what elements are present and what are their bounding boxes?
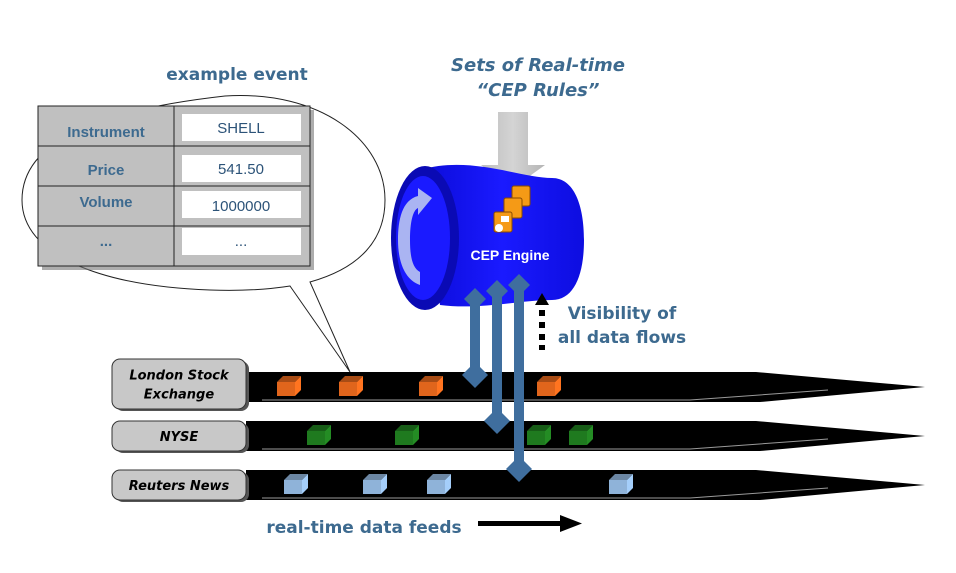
field-price: Price — [88, 162, 125, 179]
value-instrument: SHELL — [217, 120, 265, 137]
feed-pipe-highlight — [262, 487, 829, 499]
feed-2: Reuters News — [111, 469, 925, 502]
feed-name: NYSE — [160, 430, 199, 445]
field-more: ... — [100, 233, 113, 250]
value-more: ... — [235, 233, 248, 250]
event-cube — [419, 376, 443, 396]
rules-title-line2: “CEP Rules” — [477, 80, 600, 101]
visibility-arrow — [535, 293, 549, 350]
feed-pipe — [246, 372, 925, 402]
event-cube — [537, 376, 561, 396]
engine-connectors — [462, 274, 532, 482]
engine-label: CEP Engine — [470, 247, 549, 263]
field-instrument: Instrument — [67, 124, 145, 141]
event-cube — [307, 425, 331, 445]
feed-name: Exchange — [144, 388, 215, 403]
feed-label-box — [111, 358, 247, 410]
feed-1: NYSE — [111, 420, 925, 453]
connector-reuters — [506, 274, 532, 482]
value-volume: 1000000 — [212, 198, 270, 215]
visibility-line1: Visibility of — [568, 304, 677, 324]
event-cube — [284, 474, 308, 494]
value-price: 541.50 — [218, 161, 264, 178]
visibility-line2: all data flows — [558, 328, 686, 348]
flow-direction-arrow — [478, 515, 582, 532]
cycle-arrow-icon — [398, 188, 432, 285]
event-cube — [427, 474, 451, 494]
feed-label-box — [111, 469, 247, 501]
rules-documents-icon — [493, 185, 531, 233]
event-cube — [569, 425, 593, 445]
feed-pipe-highlight — [262, 389, 829, 401]
event-cube — [395, 425, 419, 445]
connector-lse — [462, 288, 488, 388]
footer-label: real-time data feeds — [266, 518, 461, 538]
event-table: Instrument SHELL Price 541.50 Volume 100… — [37, 105, 314, 270]
event-cube — [363, 474, 387, 494]
cep-engine: CEP Engine — [391, 164, 584, 310]
feed-pipe — [246, 470, 925, 500]
rules-title-line1: Sets of Real-time — [451, 55, 625, 76]
feed-name: Reuters News — [129, 479, 230, 494]
event-cube — [527, 425, 551, 445]
feed-label-box — [111, 420, 247, 452]
event-cube — [339, 376, 363, 396]
rules-input-arrow — [481, 112, 545, 188]
event-cube — [609, 474, 633, 494]
callout-bubble — [21, 95, 386, 373]
feed-pipe-highlight — [262, 438, 829, 450]
feed-name: London Stock — [129, 369, 230, 384]
field-volume: Volume — [79, 194, 132, 211]
event-cube — [277, 376, 301, 396]
example-event-title: example event — [166, 65, 308, 85]
connector-nyse — [484, 280, 510, 434]
